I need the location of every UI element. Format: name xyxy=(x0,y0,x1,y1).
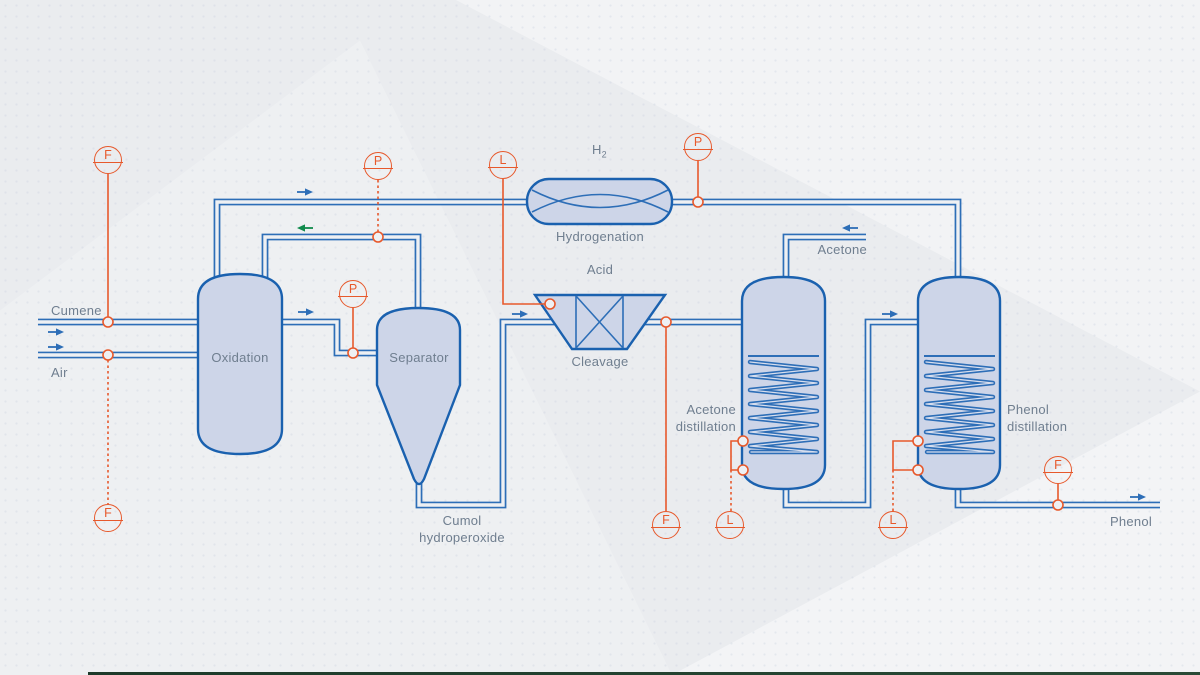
phenol-distillation-label: Phenol distillation xyxy=(1007,402,1068,434)
flow-arrow-right xyxy=(511,309,529,319)
instrument-flow-cleavage-outlet: F xyxy=(651,511,681,539)
junction-point xyxy=(912,435,924,447)
instrument-pressure-separator-feed: P xyxy=(338,280,368,308)
hydrogenation-label: Hydrogenation xyxy=(556,229,644,244)
instrument-level-acetone-column: L xyxy=(715,511,745,539)
hydrogenation-mixer-curve xyxy=(531,193,669,213)
hydrogenation-vessel xyxy=(525,177,674,226)
acid-label: Acid xyxy=(586,262,614,277)
phenol-coil-highlight xyxy=(925,361,994,453)
acetone-distillation-label: Acetone distillation xyxy=(675,402,736,434)
flow-arrow-right xyxy=(297,307,315,317)
instrument-pressure-hydrogenation: P xyxy=(683,133,713,161)
cleavage-label: Cleavage xyxy=(571,354,629,369)
bottom-progress-line xyxy=(88,672,1200,675)
phenol-stream-label: Phenol xyxy=(1109,514,1153,529)
flow-arrow-right xyxy=(296,187,314,197)
junction-point xyxy=(102,316,114,328)
instrument-flow-phenol-product: F xyxy=(1043,456,1073,484)
h2-label: H2 xyxy=(592,142,607,160)
junction-point xyxy=(660,316,672,328)
junction-point xyxy=(102,349,114,361)
oxidation-label: Oxidation xyxy=(211,350,269,365)
flow-arrow-left xyxy=(296,223,314,233)
separator-label: Separator xyxy=(389,350,449,365)
junction-point xyxy=(544,298,556,310)
instrument-level-cleavage: L xyxy=(488,151,518,179)
junction-point xyxy=(347,347,359,359)
hydrogenation-mixer-curve xyxy=(531,189,669,209)
oxidation-vessel xyxy=(196,272,284,456)
acetone-stream-label: Acetone xyxy=(817,242,867,257)
junction-point xyxy=(1052,499,1064,511)
instrument-connector xyxy=(892,440,913,471)
flow-arrow-right xyxy=(1129,492,1147,502)
instrument-pressure-recycle: P xyxy=(363,152,393,180)
flow-arrow-right xyxy=(881,309,899,319)
flow-arrow-right xyxy=(47,342,65,352)
flow-arrow-right xyxy=(47,327,65,337)
air-label: Air xyxy=(51,365,68,380)
instrument-connector xyxy=(502,179,545,305)
instrument-connector xyxy=(730,440,738,471)
cumol-hydroperoxide-label: Cumol hydroperoxide xyxy=(419,513,505,545)
acetone-coil-highlight xyxy=(749,361,818,453)
separator-vessel xyxy=(375,306,462,486)
junction-point xyxy=(912,464,924,476)
instrument-flow-air: F xyxy=(93,504,123,532)
cumene-label: Cumene xyxy=(51,303,102,318)
junction-point xyxy=(737,435,749,447)
junction-point xyxy=(372,231,384,243)
instrument-flow-cumene: F xyxy=(93,146,123,174)
junction-point xyxy=(692,196,704,208)
cleavage-internals xyxy=(575,295,624,349)
instrument-level-phenol-column: L xyxy=(878,511,908,539)
flow-arrow-left xyxy=(841,223,859,233)
junction-point xyxy=(737,464,749,476)
